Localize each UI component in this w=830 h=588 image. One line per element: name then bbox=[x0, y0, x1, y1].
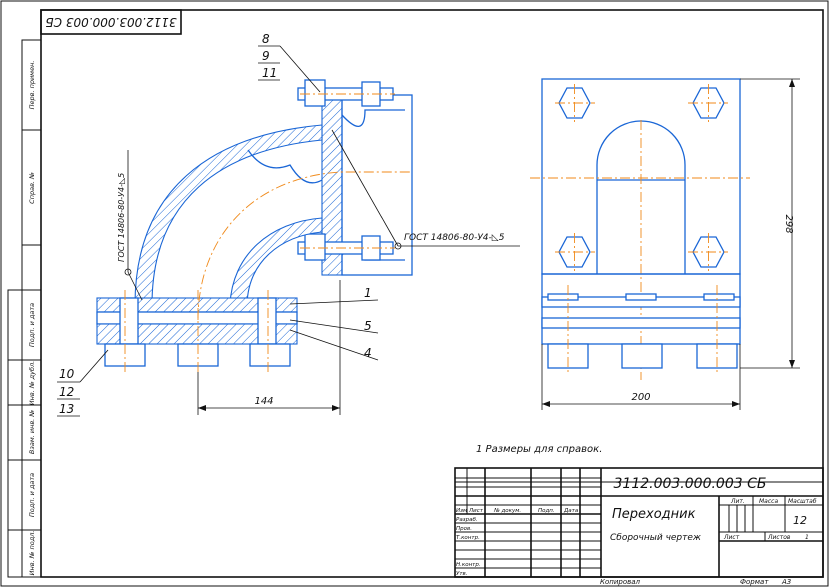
dim-200: 200 bbox=[631, 392, 650, 403]
hex-nut-br bbox=[688, 233, 728, 271]
sheet-label: Лист bbox=[723, 534, 740, 541]
front-view-section: 144 ГОСТ 14806-80-У4-◺5 ГОСТ 14806-80-У4… bbox=[57, 32, 520, 417]
stamp-label-6: Инв. № подл. bbox=[28, 531, 36, 576]
title-doc-type: Сборочный чертеж bbox=[610, 533, 702, 543]
lit-label: Лит. bbox=[730, 498, 745, 505]
elbow-outer-wall bbox=[134, 124, 323, 306]
format-label: Формат bbox=[740, 578, 769, 586]
sheets-value: 1 bbox=[805, 534, 809, 541]
stamp-label-3: Инв. № дубл. bbox=[28, 361, 36, 405]
role-0: Разраб. bbox=[456, 517, 478, 523]
dim-144: 144 bbox=[254, 396, 273, 407]
rotated-code-text: 3112.003.000.003 СБ bbox=[45, 15, 176, 29]
hdr-sign: Подп. bbox=[538, 508, 555, 514]
copied-label: Копировал bbox=[600, 578, 641, 586]
hex-nut-bl bbox=[555, 233, 595, 271]
callout-5: 5 bbox=[364, 319, 372, 333]
weld-symbol-left: ГОСТ 14806-80-У4-◺5 bbox=[117, 173, 126, 262]
side-view: 200 298 bbox=[530, 78, 800, 410]
scale-value: 12 bbox=[793, 514, 807, 527]
rotated-code-box: 3112.003.000.003 СБ bbox=[40, 9, 182, 35]
role-2: Т.контр. bbox=[456, 535, 480, 541]
hdr-date: Дата bbox=[563, 508, 579, 514]
format-value: А3 bbox=[781, 578, 791, 586]
role-5: Утв. bbox=[456, 571, 468, 577]
scale-label: Масштаб bbox=[788, 498, 817, 505]
role-1: Пров. bbox=[456, 526, 472, 532]
elbow-inner-wall bbox=[229, 217, 323, 306]
stamp-label-2: Подп. и дата bbox=[28, 303, 36, 347]
callout-13: 13 bbox=[59, 402, 74, 416]
title-block: 3112.003.000.003 СБ Переходник Сборочный… bbox=[454, 467, 824, 586]
hex-nut-tr bbox=[688, 84, 728, 122]
role-4: Н.контр. bbox=[456, 562, 481, 568]
mass-label: Масса bbox=[759, 498, 778, 505]
hdr-doc-no: № докум. bbox=[493, 508, 521, 514]
stamp-label-1: Справ. № bbox=[28, 172, 36, 204]
callout-left: 10 12 13 bbox=[57, 349, 109, 417]
callout-10: 10 bbox=[59, 367, 75, 381]
hdr-list: Лист bbox=[468, 508, 484, 514]
callout-8: 8 bbox=[262, 32, 270, 46]
callout-9: 9 bbox=[262, 49, 270, 63]
callout-4: 4 bbox=[364, 346, 372, 360]
side-stamp: Перв. примен. Справ. № Подп. и дата Инв.… bbox=[7, 39, 42, 578]
stamp-label-0: Перв. примен. bbox=[28, 61, 36, 110]
dim-298: 298 bbox=[783, 214, 794, 233]
callout-12: 12 bbox=[59, 385, 74, 399]
stamp-label-5: Подп. и дата bbox=[28, 473, 36, 517]
callout-11: 11 bbox=[262, 66, 277, 80]
drawing-note: 1 Размеры для справок. bbox=[476, 444, 602, 455]
stamp-label-4: Взам. инв. № bbox=[28, 410, 36, 454]
sheets-label: Листов bbox=[767, 534, 791, 541]
weld-symbol-right: ГОСТ 14806-80-У4-◺5 bbox=[404, 233, 505, 243]
title-code: 3112.003.000.003 СБ bbox=[614, 476, 767, 492]
hdr-izm: Изм bbox=[456, 508, 467, 514]
callout-1: 1 bbox=[364, 286, 372, 300]
callout-top: 8 9 11 bbox=[258, 32, 321, 93]
callout-right: 1 5 4 bbox=[289, 286, 379, 361]
hex-nut-tl bbox=[555, 84, 595, 122]
title-name: Переходник bbox=[612, 507, 696, 522]
